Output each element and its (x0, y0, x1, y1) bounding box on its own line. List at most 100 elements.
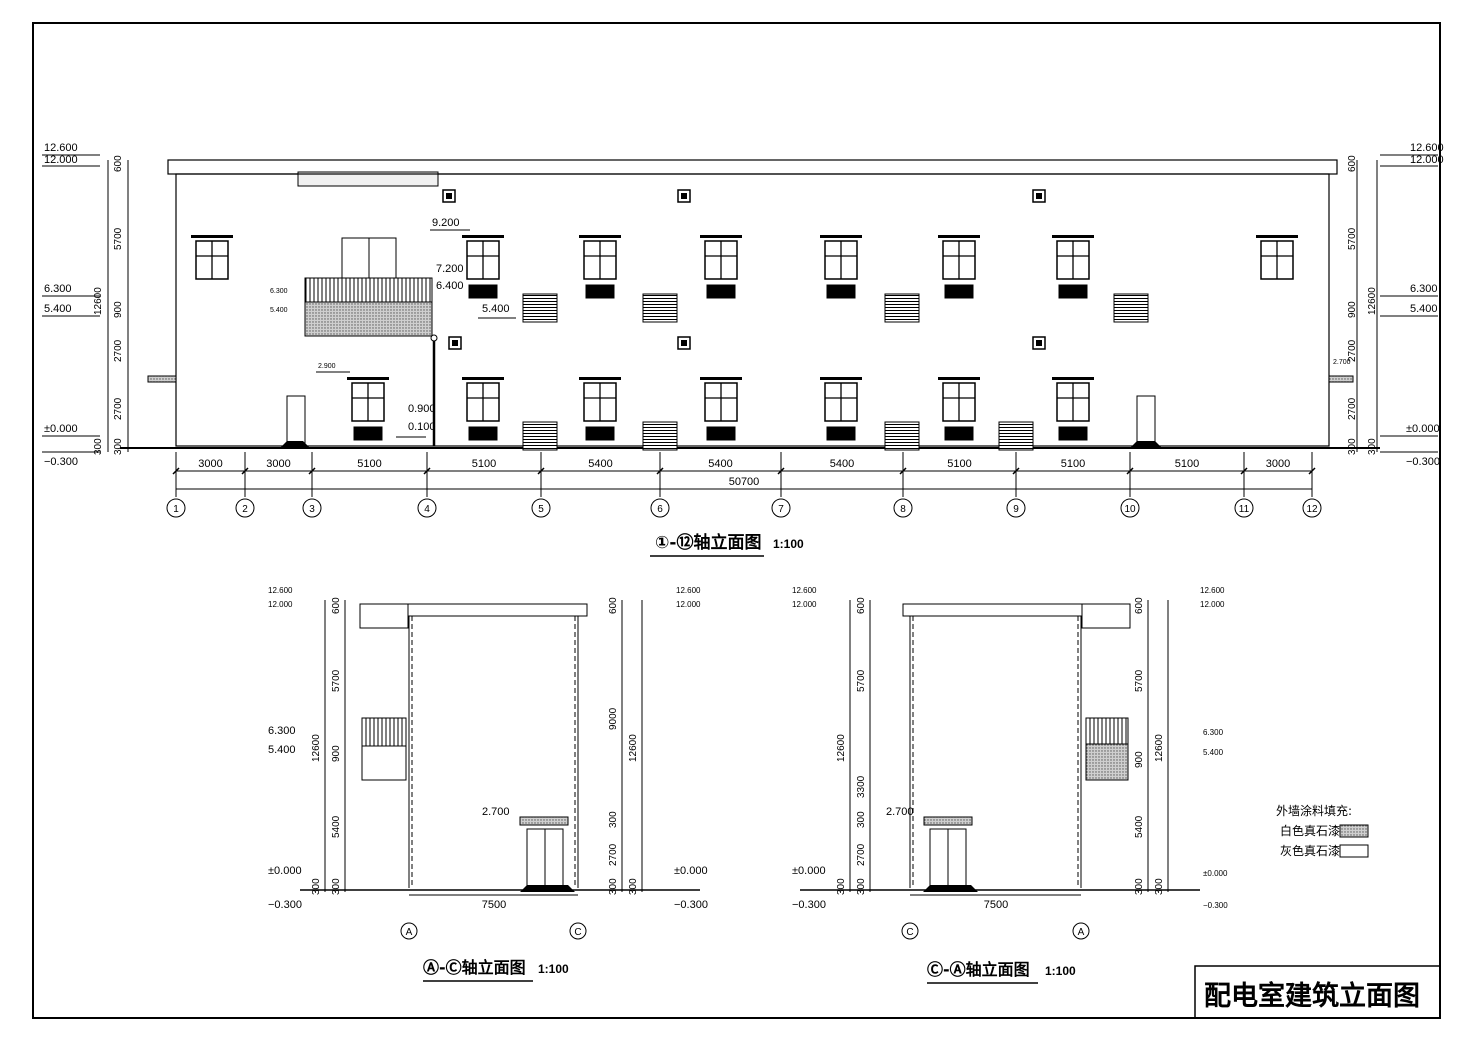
svg-text:300: 300 (113, 438, 124, 455)
svg-text:12.600: 12.600 (676, 586, 701, 595)
window (820, 235, 862, 299)
svg-text:900: 900 (113, 301, 124, 318)
svg-text:4: 4 (424, 504, 430, 515)
svg-text:600: 600 (608, 597, 619, 614)
svg-text:A: A (1078, 927, 1085, 938)
louver-vent (642, 421, 678, 451)
svg-text:300: 300 (1347, 438, 1358, 455)
left-level-5400: 5.400 (44, 303, 72, 315)
svg-text:300: 300 (1367, 438, 1378, 455)
louver-vent (884, 421, 920, 451)
window (938, 235, 980, 299)
left-level-12600: 12.600 (44, 142, 78, 154)
svg-text:12600: 12600 (836, 734, 847, 762)
svg-text:12.600: 12.600 (1200, 586, 1225, 595)
svg-text:300: 300 (331, 878, 342, 895)
side-ac-title: Ⓐ-Ⓒ轴立面图 (423, 958, 526, 977)
level-2900: 2.900 (318, 363, 336, 370)
svg-text:7500: 7500 (482, 899, 506, 911)
canopy-right (1328, 375, 1354, 383)
span-dimension: 5100 (947, 458, 971, 470)
svg-text:3300: 3300 (856, 775, 867, 798)
window (700, 235, 742, 299)
balcony-level-5400: 5.400 (270, 307, 288, 314)
svg-text:7: 7 (778, 504, 784, 515)
level-0100: 0.100 (408, 421, 436, 433)
svg-text:5400: 5400 (331, 815, 342, 838)
title-block (1194, 965, 1441, 1019)
svg-text:900: 900 (1134, 751, 1145, 768)
left-level-marks: 12.600 12.000 6.300 5.400 ±0.000 −0.300 (42, 142, 129, 468)
span-dimension: 3000 (1266, 458, 1290, 470)
legend-swatch-grey (1339, 844, 1369, 858)
span-dimension: 5400 (588, 458, 612, 470)
axis-bubble-2: 2 (235, 498, 255, 518)
level-9200: 9.200 (432, 217, 460, 229)
svg-text:5400: 5400 (1134, 815, 1145, 838)
axis-bubble-1: 1 (166, 498, 186, 518)
axis-bubble-4: 4 (417, 498, 437, 518)
door-right (1136, 395, 1156, 445)
axis-bubble-9: 9 (1006, 498, 1026, 518)
svg-text:±0.000: ±0.000 (792, 865, 826, 877)
sheet-border (32, 22, 1441, 1019)
louver-group (522, 293, 1149, 451)
svg-text:12.600: 12.600 (792, 586, 817, 595)
roof-feature (297, 171, 439, 187)
louver-vent (522, 293, 558, 323)
axis-bubble-6: 6 (650, 498, 670, 518)
right-level-m0300: −0.300 (1406, 456, 1440, 468)
span-dimension: 5100 (357, 458, 381, 470)
svg-text:±0.000: ±0.000 (268, 865, 302, 877)
vent-grille (1032, 189, 1046, 203)
svg-text:300: 300 (856, 811, 867, 828)
svg-text:5.400: 5.400 (1203, 748, 1224, 757)
legend-title: 外墙涂料填充: (1276, 803, 1352, 818)
svg-text:2700: 2700 (113, 339, 124, 362)
svg-text:2700: 2700 (856, 843, 867, 866)
vent-grille (677, 336, 691, 350)
span-dimension: 3000 (266, 458, 290, 470)
window (1052, 235, 1094, 299)
balcony-slab (304, 301, 433, 337)
louver-vent (998, 421, 1034, 451)
sheet-title: 配电室建筑立面图 (1204, 980, 1420, 1012)
svg-text:300: 300 (608, 811, 619, 828)
legend-label-grey: 灰色真石漆 (1280, 844, 1340, 858)
louver-vent (884, 293, 920, 323)
svg-text:2700: 2700 (113, 397, 124, 420)
axis-bubble-12: 12 (1302, 498, 1322, 518)
window (700, 377, 742, 441)
svg-text:600: 600 (113, 155, 124, 172)
axis-bubble-10: 10 (1120, 498, 1140, 518)
svg-text:12.000: 12.000 (268, 600, 293, 609)
svg-text:5700: 5700 (113, 227, 124, 250)
svg-text:300: 300 (93, 438, 104, 455)
window-group (191, 235, 1298, 441)
svg-text:300: 300 (836, 878, 847, 895)
svg-text:6.300: 6.300 (268, 725, 296, 737)
svg-text:300: 300 (856, 878, 867, 895)
side-elevation-c-a: 12.600 12.000 12.600 12.000 6.300 5.400 … (792, 586, 1228, 984)
window (462, 377, 504, 441)
louver-vent (1113, 293, 1149, 323)
window (191, 235, 233, 280)
facade-outline (175, 173, 1330, 447)
svg-text:12600: 12600 (93, 287, 104, 315)
svg-text:1:100: 1:100 (1045, 964, 1076, 978)
svg-text:12600: 12600 (1154, 734, 1165, 762)
right-level-marks: 12.600 12.000 6.300 5.400 ±0.000 −0.300 (1356, 142, 1444, 468)
svg-text:C: C (906, 927, 913, 938)
vent-grille (442, 189, 456, 203)
left-level-6300: 6.300 (44, 283, 72, 295)
right-level-12600: 12.600 (1410, 142, 1444, 154)
svg-text:1:100: 1:100 (538, 962, 569, 976)
left-vertical-dims: 600 5700 12600 900 2700 2700 300 300 (93, 155, 124, 455)
svg-text:C: C (574, 927, 581, 938)
svg-text:5700: 5700 (331, 669, 342, 692)
svg-text:12.000: 12.000 (1200, 600, 1225, 609)
front-elevation-scale: 1:100 (773, 537, 804, 551)
level-5400-inner: 5.400 (482, 303, 510, 315)
svg-text:12.600: 12.600 (268, 586, 293, 595)
vent-group (442, 189, 1046, 350)
